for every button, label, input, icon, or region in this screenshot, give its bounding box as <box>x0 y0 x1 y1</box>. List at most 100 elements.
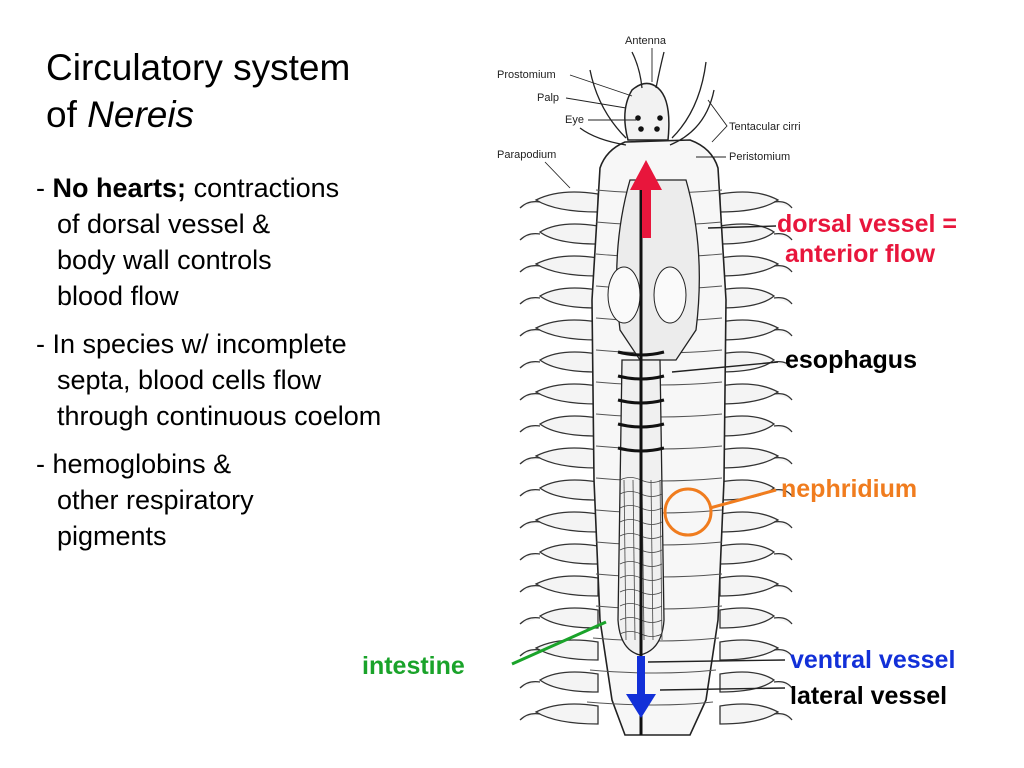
callout-ventral-vessel: ventral vessel <box>790 646 956 674</box>
tentacular-cirrus <box>669 89 715 146</box>
segmental-vessels <box>617 350 665 453</box>
parapodium-cirrus <box>773 424 793 433</box>
leader-palp <box>565 97 627 109</box>
parapodium-left <box>538 607 599 629</box>
parapodium-cirrus <box>773 616 793 625</box>
parapodium-cirrus <box>773 456 793 465</box>
parapodium-right <box>719 255 780 277</box>
parapodium-cirrus <box>519 648 541 657</box>
leader-lateral-vessel <box>659 687 786 691</box>
bullet-text: hemoglobins & <box>52 449 232 479</box>
slide-title: Circulatory system of Nereis <box>46 44 350 138</box>
callout-dorsal-line-2: anterior flow <box>785 240 936 268</box>
callout-esophagus: esophagus <box>785 346 917 374</box>
parapodium-cirrus <box>773 488 793 497</box>
bullet-line: pigments <box>57 521 167 551</box>
segment-line <box>586 701 714 706</box>
parapodium-cirrus <box>773 584 793 593</box>
callout-nephridium: nephridium <box>781 475 918 503</box>
bullet-first-line: - hemoglobins & <box>36 446 506 482</box>
parapodium-cirrus <box>519 616 541 625</box>
bullet-dash: - <box>36 329 45 359</box>
parapodium-left <box>538 415 599 437</box>
parapodium-cirrus <box>773 680 793 689</box>
parapodium-right <box>719 639 780 661</box>
segmental-vessel <box>617 446 665 453</box>
parapodium-right <box>719 447 780 469</box>
bullet-line: through continuous coelom <box>57 401 382 431</box>
intestine-fold <box>623 479 627 641</box>
parapodium-right <box>719 191 780 213</box>
bullet-first-line: - No hearts; contractions <box>36 170 506 206</box>
parapodium-cirrus <box>519 680 541 689</box>
parapodium-left <box>538 543 599 565</box>
bullet-bold-text: No hearts; <box>52 173 187 203</box>
segmental-vessel <box>617 374 665 381</box>
bullet-line: of dorsal vessel & <box>57 209 271 239</box>
segment-line <box>589 669 717 674</box>
parapodium-right <box>719 543 776 565</box>
parapodium-left <box>534 447 599 469</box>
bullet-text: contractions <box>193 173 340 203</box>
parapodium-right <box>719 671 776 693</box>
parapodium-left <box>534 319 599 341</box>
leader-parapodium <box>544 161 571 189</box>
parapodium-cirrus <box>519 328 541 337</box>
parapodium-cirrus <box>519 520 541 529</box>
parapodium-cirrus <box>773 200 793 209</box>
parapodium-cirrus <box>773 392 793 401</box>
parapodium-left <box>534 191 599 213</box>
leader-prostomium <box>569 74 633 97</box>
parapodium-left <box>534 511 599 533</box>
segmental-vessel <box>617 398 665 405</box>
parapodium-cirrus <box>773 648 793 657</box>
parapodium-left <box>538 351 599 373</box>
parapodium-right <box>719 223 776 245</box>
parapodium-left <box>538 223 599 245</box>
jaw-left <box>607 266 641 324</box>
bullet-no-hearts: - No hearts; contractions of dorsal vess… <box>36 170 506 314</box>
title-line-1: Circulatory system <box>46 47 351 88</box>
parapodium-cirrus <box>519 456 541 465</box>
prostomium-head <box>624 82 670 141</box>
parapodium-left <box>538 671 599 693</box>
parapodium-right <box>719 607 776 629</box>
parapodium-right <box>719 415 776 437</box>
label-antenna: Antenna <box>625 35 667 47</box>
label-eye: Eye <box>565 114 584 126</box>
parapodium-right <box>719 351 776 373</box>
parapodium-cirrus <box>519 424 541 433</box>
bullet-dash: - <box>36 173 45 203</box>
intestine-fold <box>632 479 636 641</box>
bullet-line: body wall controls <box>57 245 272 275</box>
eye-dot <box>657 115 663 121</box>
parapodium-cirrus <box>519 360 541 369</box>
eye-dot <box>635 115 641 121</box>
parapodium-right <box>719 575 780 597</box>
jaw-right <box>653 266 687 324</box>
ventral-flow-arrow <box>626 656 656 718</box>
parapodium-cirrus <box>519 296 541 305</box>
bullet-line: septa, blood cells flow <box>57 365 322 395</box>
intestine-fold <box>659 479 663 641</box>
bullet-list: - No hearts; contractions of dorsal vess… <box>36 170 506 566</box>
parapodium-left <box>534 703 599 725</box>
label-parapodium: Parapodium <box>497 149 556 161</box>
parapodium-cirrus <box>773 264 793 273</box>
tentacular-cirrus <box>589 69 627 139</box>
leader-esophagus <box>671 361 779 373</box>
eye-dot <box>638 126 644 132</box>
label-prostomium: Prostomium <box>497 69 556 81</box>
parapodium-cirrus <box>773 552 793 561</box>
segmental-vessel <box>617 350 665 357</box>
antenna <box>655 51 665 89</box>
parapodium-right <box>719 703 780 725</box>
bullet-line: other respiratory <box>57 485 254 515</box>
segmental-vessel <box>617 422 665 429</box>
dorsal-flow-arrow <box>630 160 662 238</box>
callout-lateral-vessel: lateral vessel <box>790 682 948 710</box>
label-tentacular-cirri: Tentacular cirri <box>729 121 801 133</box>
callout-dorsal-vessel: dorsal vessel = anterior flow <box>777 209 957 269</box>
bullet-dash: - <box>36 449 45 479</box>
leader-nephridium <box>709 488 777 510</box>
